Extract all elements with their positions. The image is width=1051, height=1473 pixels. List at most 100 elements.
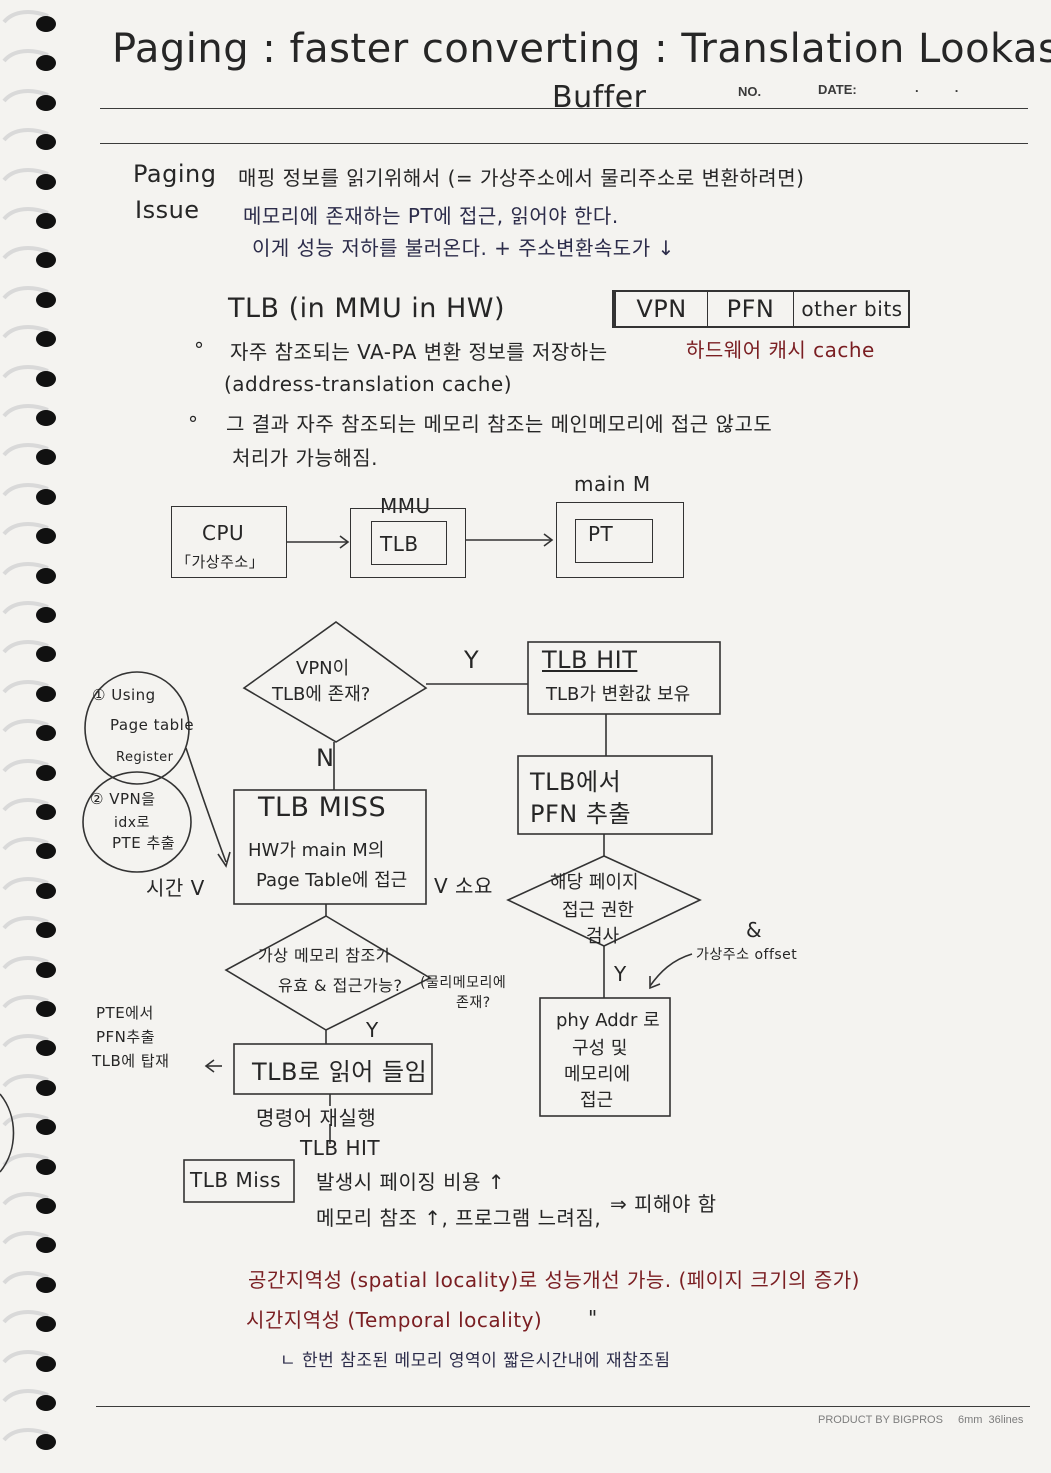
spiral-ring <box>2 1310 56 1333</box>
miss-note-box-text: TLB Miss <box>190 1168 282 1192</box>
spiral-ring <box>2 640 56 663</box>
phys-text-4: 접근 <box>580 1090 614 1111</box>
issue-label-paging: Paging <box>133 160 217 188</box>
pte-text-2: PFN추출 <box>96 1028 155 1046</box>
circle-2-line-3: PTE 추출 <box>112 834 176 852</box>
spiral-ring <box>2 916 56 939</box>
spiral-ring <box>2 876 56 899</box>
cost-label: V 소요 <box>434 874 493 898</box>
tlb-miss-title: TLB MISS <box>258 792 387 823</box>
circle-1-line-3: Register <box>116 750 174 765</box>
decision-text-2: TLB에 존재? <box>272 684 371 705</box>
cpu-label: CPU <box>202 521 245 545</box>
spiral-ring <box>2 285 56 308</box>
no-label: NO. <box>738 84 762 99</box>
tlb-entry-vpn-text: VPN <box>636 295 687 323</box>
footer-rule <box>96 1406 1030 1407</box>
pte-text-3: TLB에 탑재 <box>92 1052 170 1070</box>
page-title: Paging : faster converting : Translation… <box>112 26 1051 72</box>
main-memory-box: PT <box>556 502 684 578</box>
phys-text-3: 메모리에 <box>564 1064 631 1085</box>
spiral-ring <box>2 1113 56 1136</box>
tlb-entry-cell-vpn: VPN <box>616 292 708 326</box>
spiral-ring <box>2 798 56 820</box>
spiral-ring <box>2 49 56 72</box>
footer-spec: 6mm 36lines <box>958 1414 1024 1426</box>
miss-text-1: HW가 main M의 <box>248 840 385 861</box>
tlb-inner-box: TLB <box>371 521 447 565</box>
tlb-bullet-1-continued: (address-translation cache) <box>224 372 513 396</box>
check-text-3: 검사 <box>586 926 620 947</box>
valid-note-1: (물리메모리에 <box>420 975 507 991</box>
spiral-ring <box>2 167 56 190</box>
locality-ditto: " <box>588 1306 598 1330</box>
offset-label: 가상주소 offset <box>696 947 798 963</box>
tlb-bullet-2: 그 결과 자주 참조되는 메모리 참조는 메인메모리에 접근 않고도 <box>226 412 773 436</box>
mmu-box: TLB <box>350 508 466 578</box>
spiral-ring <box>2 1428 56 1451</box>
check-yes-label: Y <box>614 962 627 986</box>
tlb-inner-label: TLB <box>380 532 419 556</box>
page-title-continued: Buffer <box>552 80 647 115</box>
spiral-ring <box>2 482 56 505</box>
decision-text-1: VPN이 <box>296 658 350 679</box>
tlb-heading: TLB (in MMU in HW) <box>228 293 506 324</box>
spiral-ring <box>2 325 56 348</box>
header-rule-bottom <box>100 143 1028 144</box>
miss-text-2: Page Table에 접근 <box>256 870 408 891</box>
spiral-ring <box>2 10 56 32</box>
tlb-hit-desc: TLB가 변환값 보유 <box>546 684 691 705</box>
spiral-ring <box>2 207 56 229</box>
locality-temporal: 시간지역성 (Temporal locality) <box>246 1308 543 1332</box>
tlb-bullet-1: 자주 참조되는 VA-PA 변환 정보를 저장하는 <box>230 340 608 364</box>
bullet-dot-1: ° <box>194 338 205 362</box>
spiral-ring <box>2 837 56 860</box>
valid-yes-label: Y <box>366 1018 379 1042</box>
extract-text-1: TLB에서 <box>530 768 622 796</box>
spiral-ring <box>2 1389 56 1411</box>
spiral-ring <box>2 1270 56 1293</box>
tlb-entry-other-text: other bits <box>801 297 903 321</box>
spiral-ring <box>2 1192 56 1214</box>
phys-text-1: phy Addr 로 <box>556 1010 660 1031</box>
issue-line-3: 이게 성능 저하를 불러온다. + 주소변환속도가 ↓ <box>252 236 675 260</box>
tlb-bullet-1-highlight: 하드웨어 캐시 cache <box>686 338 875 362</box>
date-dots: . . <box>915 80 959 95</box>
retry-text: 명령어 재실행 <box>256 1106 377 1130</box>
spiral-ring <box>2 364 56 387</box>
spiral-ring <box>2 128 56 151</box>
extract-text-2: PFN 추출 <box>530 800 632 828</box>
offset-ampersand: & <box>746 918 763 942</box>
valid-text-2: 유효 & 접근가능? <box>278 976 403 995</box>
spiral-ring <box>2 758 56 781</box>
spiral-ring <box>2 719 56 742</box>
decision-no-label: N <box>316 744 335 772</box>
load-text: TLB로 읽어 들임 <box>252 1058 428 1086</box>
spiral-ring <box>2 246 56 269</box>
mmu-label: MMU <box>380 494 431 518</box>
pte-text-1: PTE에서 <box>96 1004 154 1022</box>
footer-brand: PRODUCT BY BIGPROS <box>818 1414 943 1426</box>
page-table-label: PT <box>588 522 614 546</box>
tlb-hit-title: TLB HIT <box>542 646 638 674</box>
miss-note-line-1: 발생시 페이징 비용 ↑ <box>316 1170 506 1194</box>
tlb-entry-pfn-text: PFN <box>726 295 775 323</box>
miss-note-line-2: 메모리 참조 ↑, 프로그램 느려짐, <box>316 1206 602 1230</box>
locality-spatial: 공간지역성 (spatial locality)로 성능개선 가능. (페이지 … <box>248 1268 860 1292</box>
time-label: 시간 V <box>146 876 205 900</box>
phys-text-2: 구성 및 <box>572 1038 628 1059</box>
circle-2-line-1: ② VPN을 <box>90 790 156 808</box>
locality-note: ㄴ 한번 참조된 메모리 영역이 짧은시간내에 재참조됨 <box>280 1351 671 1371</box>
tlb-bullet-2-continued: 처리가 가능해짐. <box>232 446 379 470</box>
cpu-box: CPU 「가상주소」 <box>171 506 287 578</box>
issue-line-2: 메모리에 존재하는 PT에 접근, 읽어야 한다. <box>243 204 619 228</box>
main-memory-label: main M <box>574 472 651 496</box>
spiral-ring <box>2 522 56 545</box>
spiral-ring <box>2 679 56 702</box>
spiral-ring <box>2 995 56 1017</box>
cpu-sublabel: 「가상주소」 <box>176 553 265 571</box>
spiral-ring <box>2 955 56 978</box>
bullet-dot-2: ° <box>188 412 199 436</box>
valid-note-2: 존재? <box>456 995 491 1011</box>
